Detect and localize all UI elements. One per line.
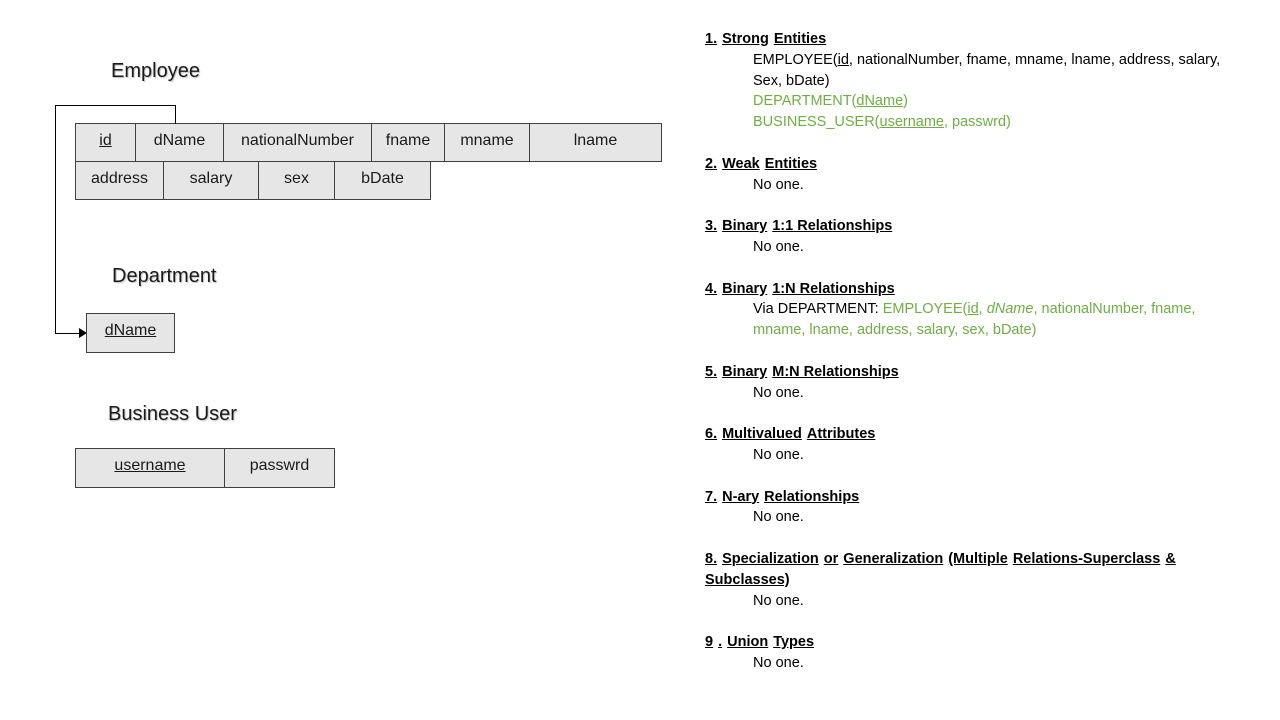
- employee-attr-id: id: [75, 123, 136, 162]
- step8-heading-cont: Subclasses): [705, 571, 790, 588]
- employee-attr-dname: dName: [135, 123, 224, 162]
- step8-body: No one.: [753, 592, 804, 609]
- step1-employee-relation-cont: Sex, bDate): [753, 72, 830, 89]
- business-user-attr-username: username: [75, 448, 225, 488]
- employee-attr-address: address: [75, 161, 164, 200]
- employee-attr-salary: salary: [163, 161, 259, 200]
- step2-body: No one.: [753, 176, 804, 193]
- fk-arrowhead-icon: [79, 328, 87, 338]
- employee-attr-fname: fname: [371, 123, 445, 162]
- employee-attr-mname: mname: [444, 123, 530, 162]
- business-user-attr-passwrd: passwrd: [224, 448, 335, 488]
- step6-body: No one.: [753, 446, 804, 463]
- department-title: Department: [112, 265, 217, 287]
- step1-department-relation: DEPARTMENT(dName): [753, 93, 908, 110]
- step3-body: No one.: [753, 238, 804, 255]
- step9-body: No one.: [753, 654, 804, 671]
- business-user-title: Business User: [108, 403, 237, 425]
- step1-employee-relation: EMPLOYEE(id, nationalNumber, fname, mnam…: [753, 51, 1221, 68]
- employee-attr-bdate: bDate: [334, 161, 431, 200]
- employee-attr-lname: lname: [529, 123, 662, 162]
- employee-title: Employee: [111, 60, 200, 82]
- step7-body: No one.: [753, 509, 804, 526]
- employee-attr-nationalnumber: nationalNumber: [223, 123, 372, 162]
- step5-body: No one.: [753, 384, 804, 401]
- step4-employee-relation-cont: mname, lname, address, salary, sex, bDat…: [753, 322, 1037, 339]
- step4-via-department: Via DEPARTMENT: EMPLOYEE(id, dName, nati…: [753, 301, 1196, 318]
- employee-attr-sex: sex: [258, 161, 335, 200]
- step1-business-user-relation: BUSINESS_USER(username, passwrd): [753, 114, 1011, 131]
- department-attr-dname: dName: [86, 313, 175, 353]
